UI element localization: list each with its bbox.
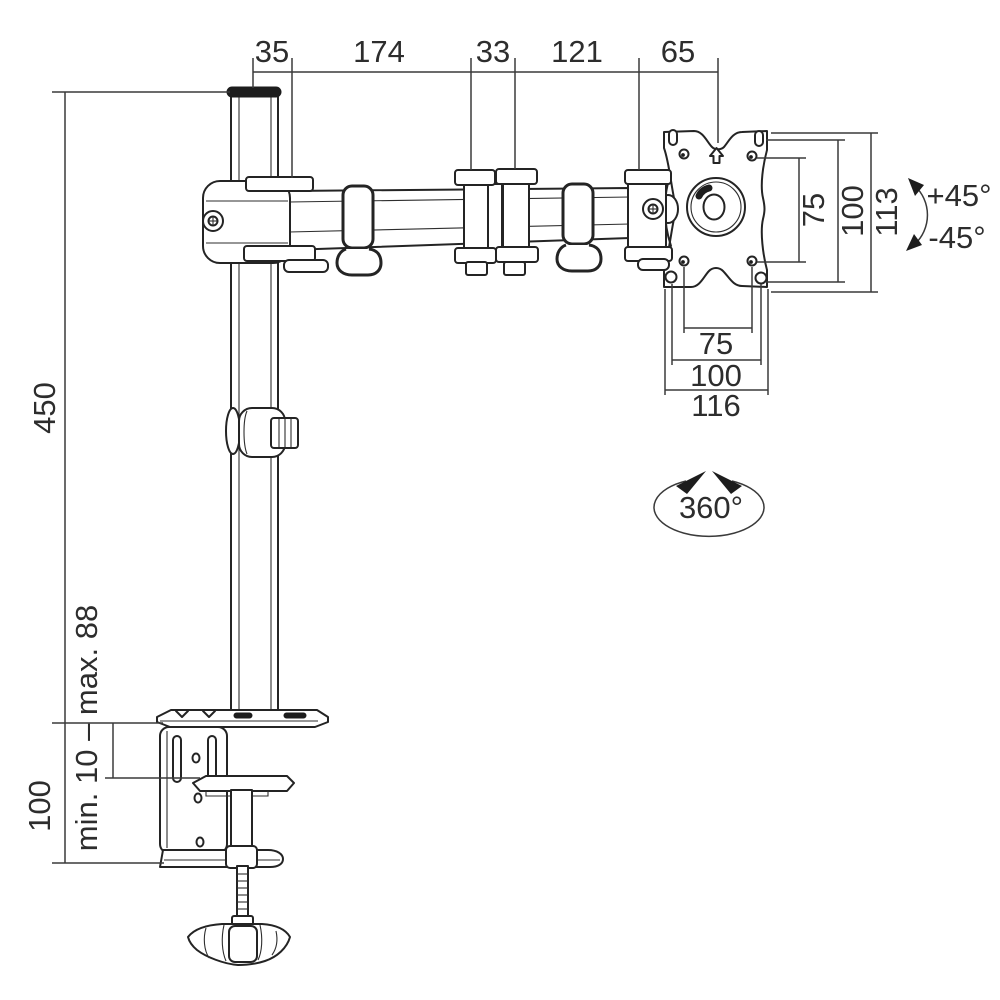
arm-middle-joint [454,168,539,276]
dim-arm-segment-2: 121 [551,34,603,69]
arm-cable-clip-2 [555,182,603,273]
dim-vesa-overall-width: 116 [691,388,740,423]
vesa-bottom-dimensions: 75 100 116 [664,267,769,423]
dim-head-offset: 65 [661,34,695,69]
dim-desk-thickness-range: min. 10 – max. 88 [69,605,104,851]
joint-bolt-left [465,261,488,276]
clamp-sliding-plate [192,775,295,792]
swivel-arrow-right-icon [712,471,742,494]
elbow-joint [624,169,679,271]
clamp-bottom-shelf [159,849,284,868]
desk-clamp [156,709,329,966]
vesa-plate [663,129,768,288]
boss-curved-slot [695,184,713,200]
joint-bolt-right [503,261,526,276]
clamp-spindle [230,789,253,851]
dim-pole-height: 450 [27,382,62,434]
dim-pole-diameter: 35 [255,34,289,69]
swivel-arrow-left-icon [676,471,706,494]
swivel-label: 360° [679,490,743,525]
top-dimension-chain: 35 174 33 121 65 [252,34,719,178]
dim-vesa-plate-pitch-h: 100 [690,358,742,393]
tilt-annotation: +45° -45° [906,178,991,255]
dim-vesa-overall-height: 113 [869,187,904,236]
up-arrow-icon [709,147,724,164]
dim-joint-width: 33 [476,34,510,69]
pole-top-cap [226,86,282,98]
pole-cable-clip [225,407,299,458]
swivel-annotation: 360° [653,471,765,538]
dim-vesa-plate-pitch-v: 100 [835,185,870,237]
vesa-hole-bottom-left [664,270,678,284]
tilt-down-label: -45° [928,220,985,255]
dim-vesa-hole-pitch-h: 75 [699,326,733,361]
dim-arm-segment-1: 174 [353,34,405,69]
pole-arm-bracket [202,176,329,273]
dim-vesa-hole-pitch-v: 75 [796,193,831,227]
vesa-hole-bottom-right [754,271,768,285]
tilt-arrow-down-icon [906,234,922,251]
tilt-up-label: +45° [927,178,992,213]
vesa-right-dimensions: 75 100 113 [757,132,904,293]
dim-clamp-height: 100 [22,780,57,832]
tilt-arrow-up-icon [908,178,924,196]
clamp-knob [187,923,291,966]
vesa-slot-top-left [668,129,678,146]
left-dimension-chain: 450 100 min. 10 – max. 88 [22,91,230,864]
vesa-slot-top-right [754,130,764,147]
arm-cable-clip-1 [335,184,383,277]
